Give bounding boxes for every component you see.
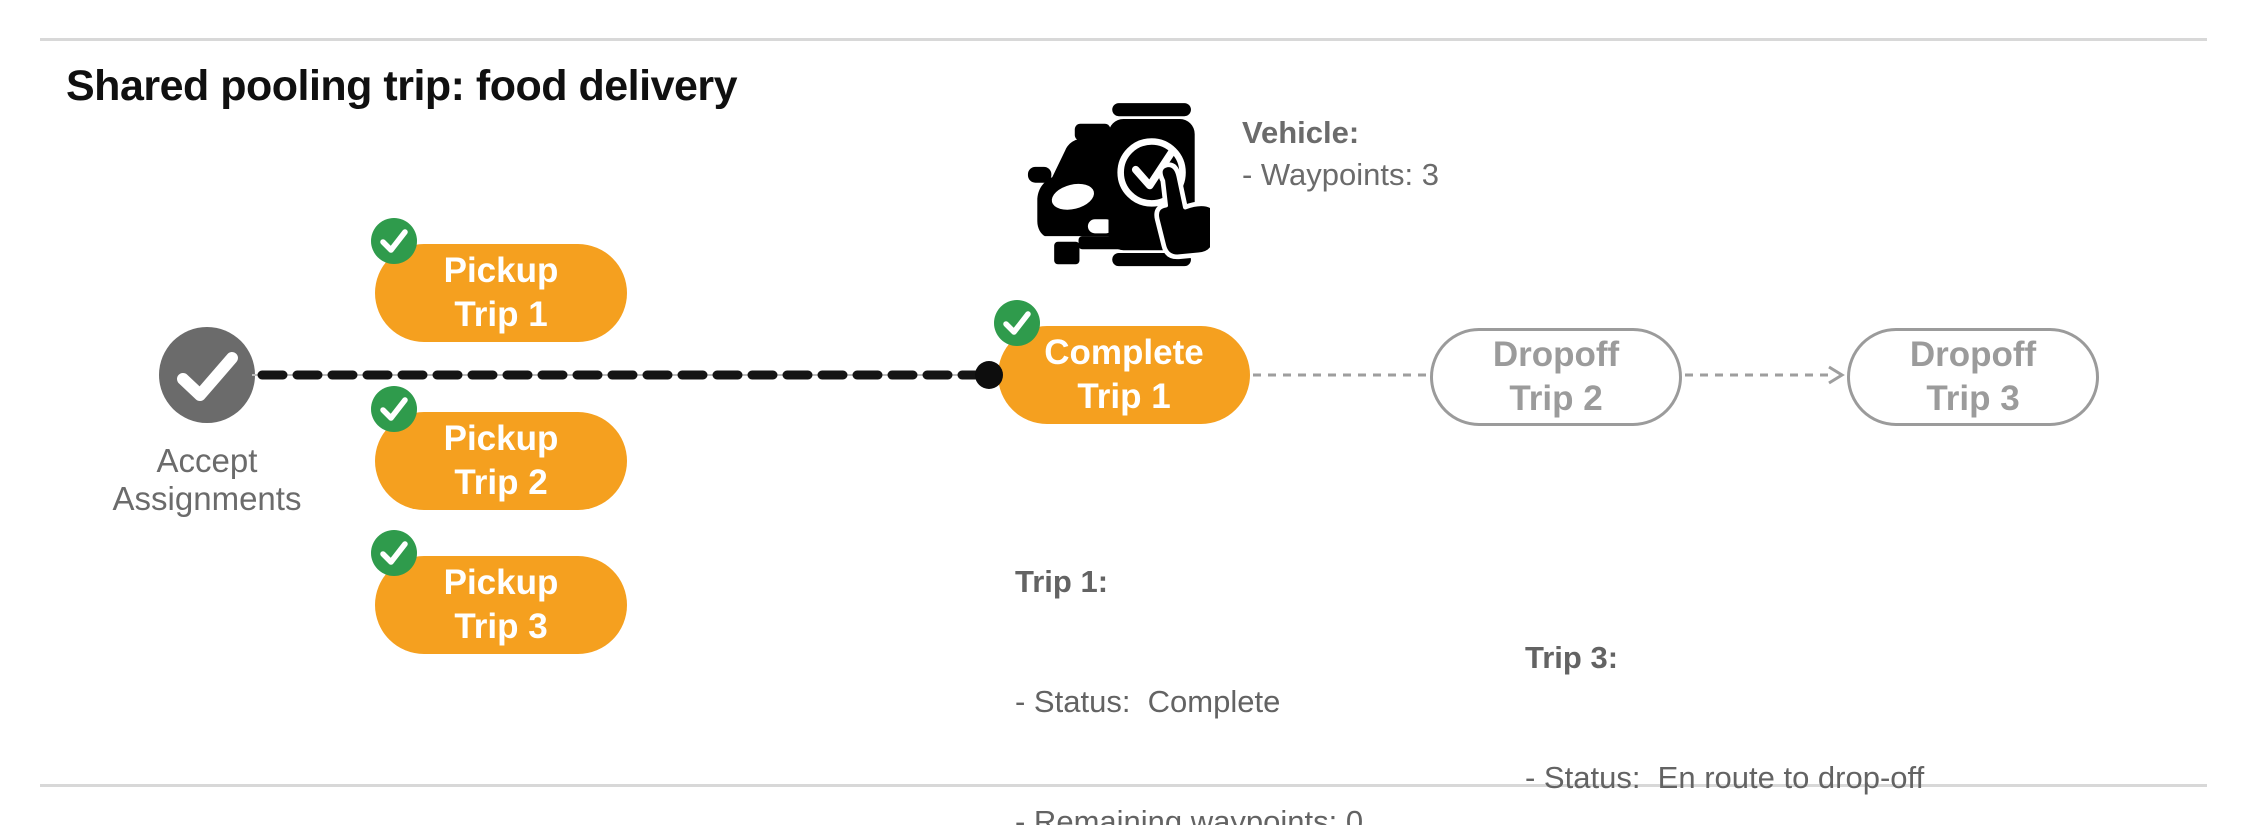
check-badge [371, 386, 417, 432]
route-dashed-line [252, 370, 992, 380]
route-endpoint-dot [975, 361, 1003, 389]
complete-trip-1-pill: Complete Trip 1 [994, 300, 1250, 424]
dropoff-trip-2-pill: Dropoff Trip 2 [1430, 328, 1682, 426]
trip-3-header: Trip 3: [1525, 640, 1619, 675]
page-title: Shared pooling trip: food delivery [66, 62, 738, 110]
check-badge-icon [380, 229, 408, 253]
accept-assignments-node [159, 327, 255, 423]
connector-complete-to-dropoff2 [1253, 373, 1429, 377]
vehicle-phone-check-icon [1027, 103, 1210, 267]
accept-assignments-label: Accept Assignments [112, 442, 302, 517]
trip-details-right: Trip 3: - Status: En route to drop-off -… [1525, 558, 1924, 825]
vehicle-info: Vehicle: - Waypoints: 3 [1242, 112, 1439, 196]
checkmark-icon [177, 352, 238, 401]
trip-3-status: - Status: En route to drop-off [1525, 760, 1925, 795]
pickup-trip-3-pill: Pickup Trip 3 [371, 530, 627, 654]
trip-1-waypoints: - Remaining waypoints: 0 [1015, 804, 1364, 825]
dropoff-trip-3-pill: Dropoff Trip 3 [1847, 328, 2099, 426]
top-divider [40, 38, 2207, 41]
arrowhead-icon [1828, 365, 1845, 385]
vehicle-label: Vehicle: [1242, 115, 1360, 150]
trip-1-status: - Status: Complete [1015, 684, 1281, 719]
bottom-divider [40, 784, 2207, 787]
check-badge [994, 300, 1040, 346]
connector-dropoff2-to-dropoff3 [1685, 365, 1845, 385]
check-badge-icon [1003, 311, 1031, 335]
check-badge [371, 530, 417, 576]
check-badge-icon [380, 397, 408, 421]
trip-1-header: Trip 1: [1015, 564, 1109, 599]
pickup-trip-2-pill: Pickup Trip 2 [371, 386, 627, 510]
check-badge [371, 218, 417, 264]
vehicle-waypoints: - Waypoints: 3 [1242, 157, 1439, 192]
check-badge-icon [380, 541, 408, 565]
pickup-trip-1-pill: Pickup Trip 1 [371, 218, 627, 342]
trip-details-left: Trip 1: - Status: Complete - Remaining w… [1015, 482, 1414, 825]
